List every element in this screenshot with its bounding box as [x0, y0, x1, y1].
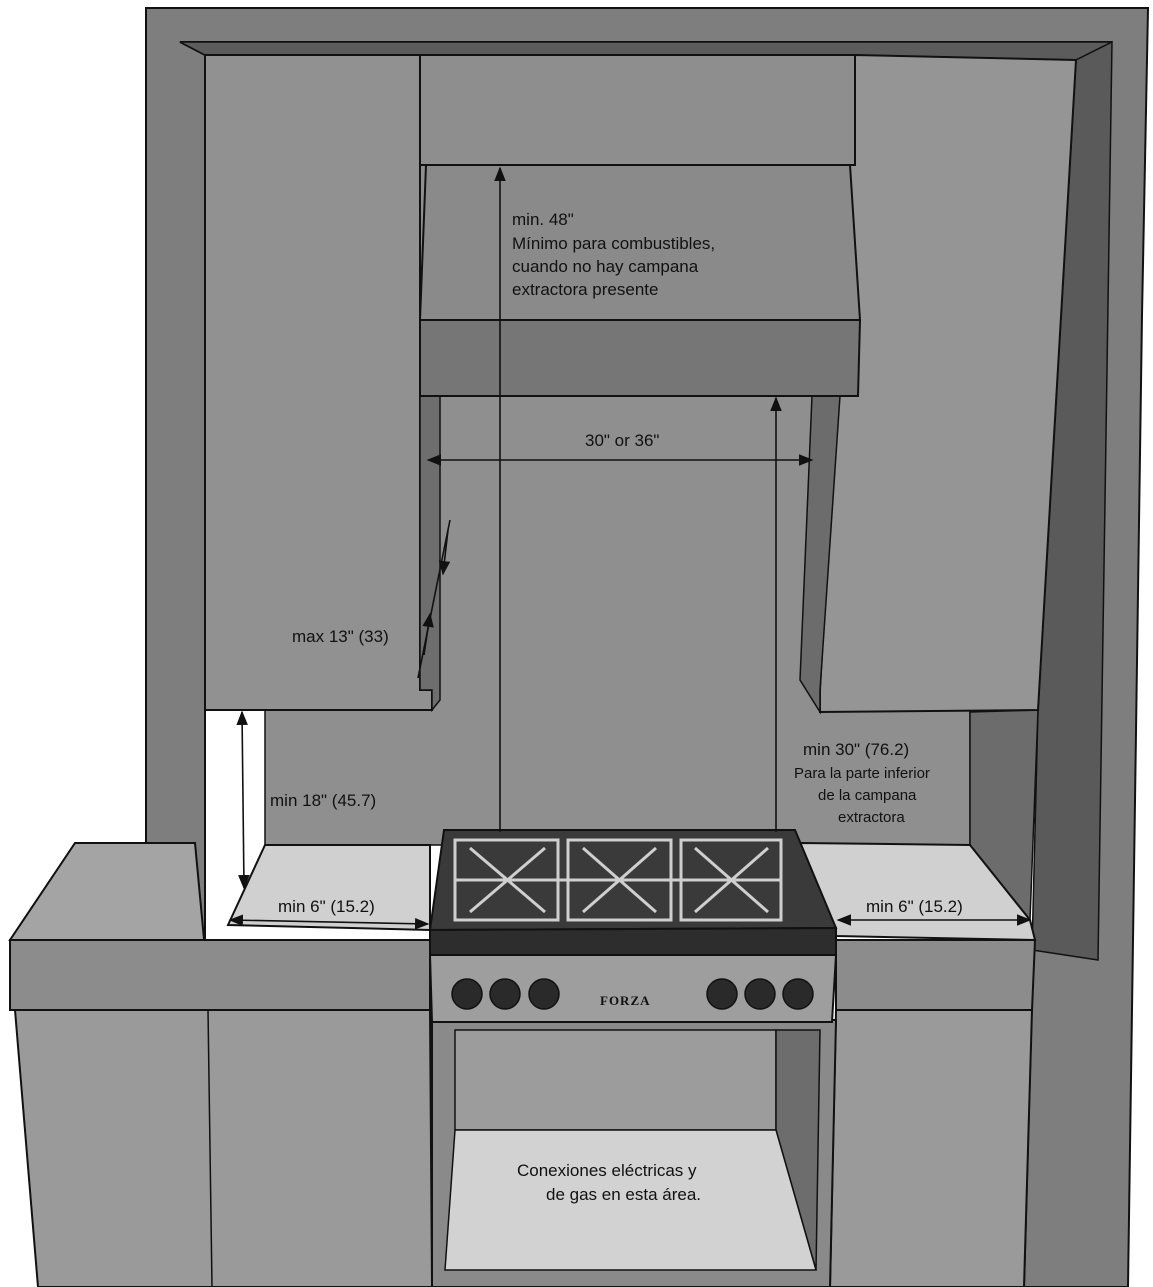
- upper-cabinet-left: [204, 54, 441, 713]
- label-connections-line2: de gas en esta área.: [546, 1185, 701, 1204]
- label-min48: min. 48": [512, 210, 574, 229]
- label-width: 30" or 36": [585, 431, 659, 450]
- label-min48-line3: extractora presente: [512, 280, 658, 299]
- counter-left: [8, 842, 434, 1287]
- knob-icon: [744, 978, 776, 1010]
- upper-cabinet-center: [419, 54, 856, 166]
- brand-logo: FORZA: [600, 993, 651, 1008]
- knob-icon: [706, 978, 738, 1010]
- range-hood: [418, 164, 862, 397]
- label-min6-left: min 6" (15.2): [278, 897, 375, 916]
- label-min48-line1: Mínimo para combustibles,: [512, 234, 715, 253]
- label-min30: min 30" (76.2): [803, 740, 909, 759]
- label-min48-line2: cuando no hay campana: [512, 257, 699, 276]
- knob-icon: [489, 978, 521, 1010]
- dim-line-min6-left: [228, 914, 430, 930]
- dim-line-max13: [417, 519, 451, 679]
- dim-line-min18: [236, 710, 250, 890]
- knob-icon: [782, 978, 814, 1010]
- knobs-right: [706, 978, 814, 1010]
- base-cabinet-opening: [431, 1019, 838, 1287]
- label-min30-line1: Para la parte inferior: [794, 765, 930, 782]
- dimension-lines: [228, 166, 1032, 930]
- label-connections-line1: Conexiones eléctricas y: [517, 1161, 697, 1180]
- knob-icon: [528, 978, 560, 1010]
- gas-range: FORZA: [428, 829, 838, 1023]
- counter-right: [798, 841, 1037, 1287]
- knob-icon: [451, 978, 483, 1010]
- label-min30-line2: de la campana: [818, 787, 917, 804]
- upper-cabinet-right: [799, 53, 1078, 715]
- burner-grates: [453, 838, 783, 922]
- label-min6-right: min 6" (15.2): [866, 897, 963, 916]
- label-max13: max 13" (33): [292, 627, 389, 646]
- knobs-left: [451, 978, 560, 1010]
- label-min30-line3: extractora: [838, 809, 905, 826]
- label-min18: min 18" (45.7): [270, 791, 376, 810]
